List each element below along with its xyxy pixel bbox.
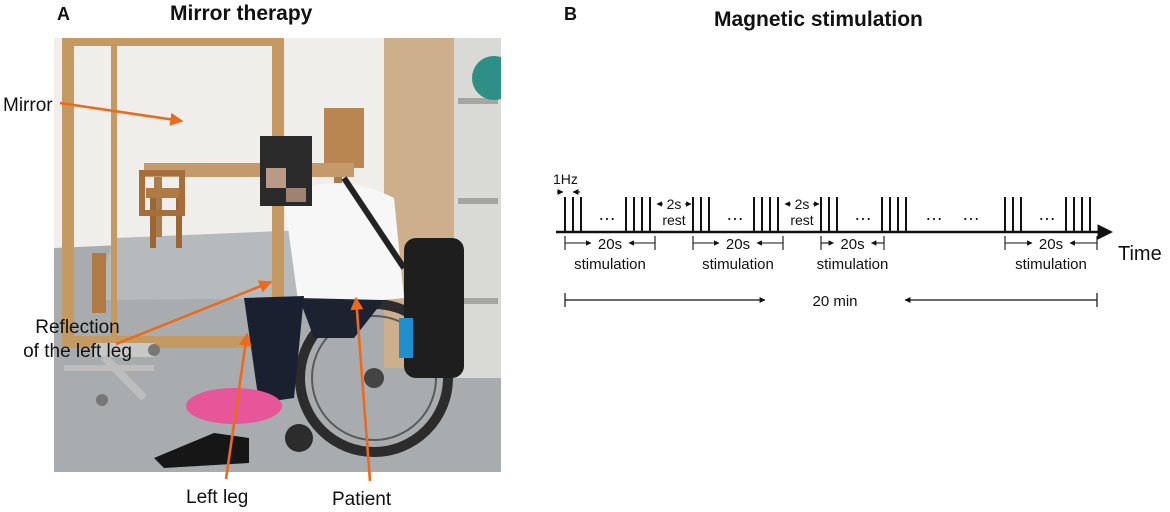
pulse-trains: … … … … — [564, 197, 1091, 232]
train-ellipsis: … — [726, 204, 744, 224]
reflection-arrow — [115, 280, 273, 346]
train-ellipsis: … — [854, 204, 872, 224]
rest-label: rest — [790, 212, 813, 228]
rest-label: rest — [662, 212, 685, 228]
time-axis-label: Time — [1118, 243, 1162, 265]
gap-ellipsis-1: … — [925, 204, 943, 224]
train-ellipsis: … — [1038, 204, 1056, 224]
train-duration-label: 20s — [840, 236, 864, 253]
train-stimulation-label: stimulation — [817, 256, 889, 273]
mirror-therapy-photo — [54, 38, 501, 472]
reflection-label: Reflection of the left leg — [5, 316, 150, 364]
rest-duration-label: 2s — [795, 196, 810, 212]
train-annotations: 20s stimulation 20s stimulation 20s stimulati… — [564, 236, 1098, 273]
panel-a-letter: A — [57, 4, 70, 24]
train-stimulation-label: stimulation — [574, 256, 646, 273]
mirror-arrow — [59, 101, 184, 126]
total-duration-label: 20 min — [812, 293, 857, 310]
train-duration-label: 20s — [726, 236, 750, 253]
panel-b-title: Magnetic stimulation — [714, 8, 923, 31]
train-duration-label: 20s — [1039, 236, 1063, 253]
panel-a-title: Mirror therapy — [170, 2, 313, 25]
left-leg-label: Left leg — [186, 487, 249, 508]
train-stimulation-label: stimulation — [702, 256, 774, 273]
mirror-label: Mirror — [3, 95, 53, 116]
train-ellipsis: … — [598, 204, 616, 224]
patient-label: Patient — [332, 489, 392, 510]
gap-ellipsis-2: … — [962, 204, 980, 224]
reflection-label-line2: of the left leg — [23, 341, 132, 362]
left-leg-arrow — [224, 332, 252, 480]
frequency-label: 1Hz — [553, 171, 578, 187]
patient-arrow — [350, 296, 372, 482]
train-duration-label: 20s — [598, 236, 622, 253]
train-stimulation-label: stimulation — [1015, 256, 1087, 273]
reflection-label-line1: Reflection — [35, 317, 120, 338]
panel-b-letter: B — [564, 4, 577, 24]
rest-duration-label: 2s — [667, 196, 682, 212]
